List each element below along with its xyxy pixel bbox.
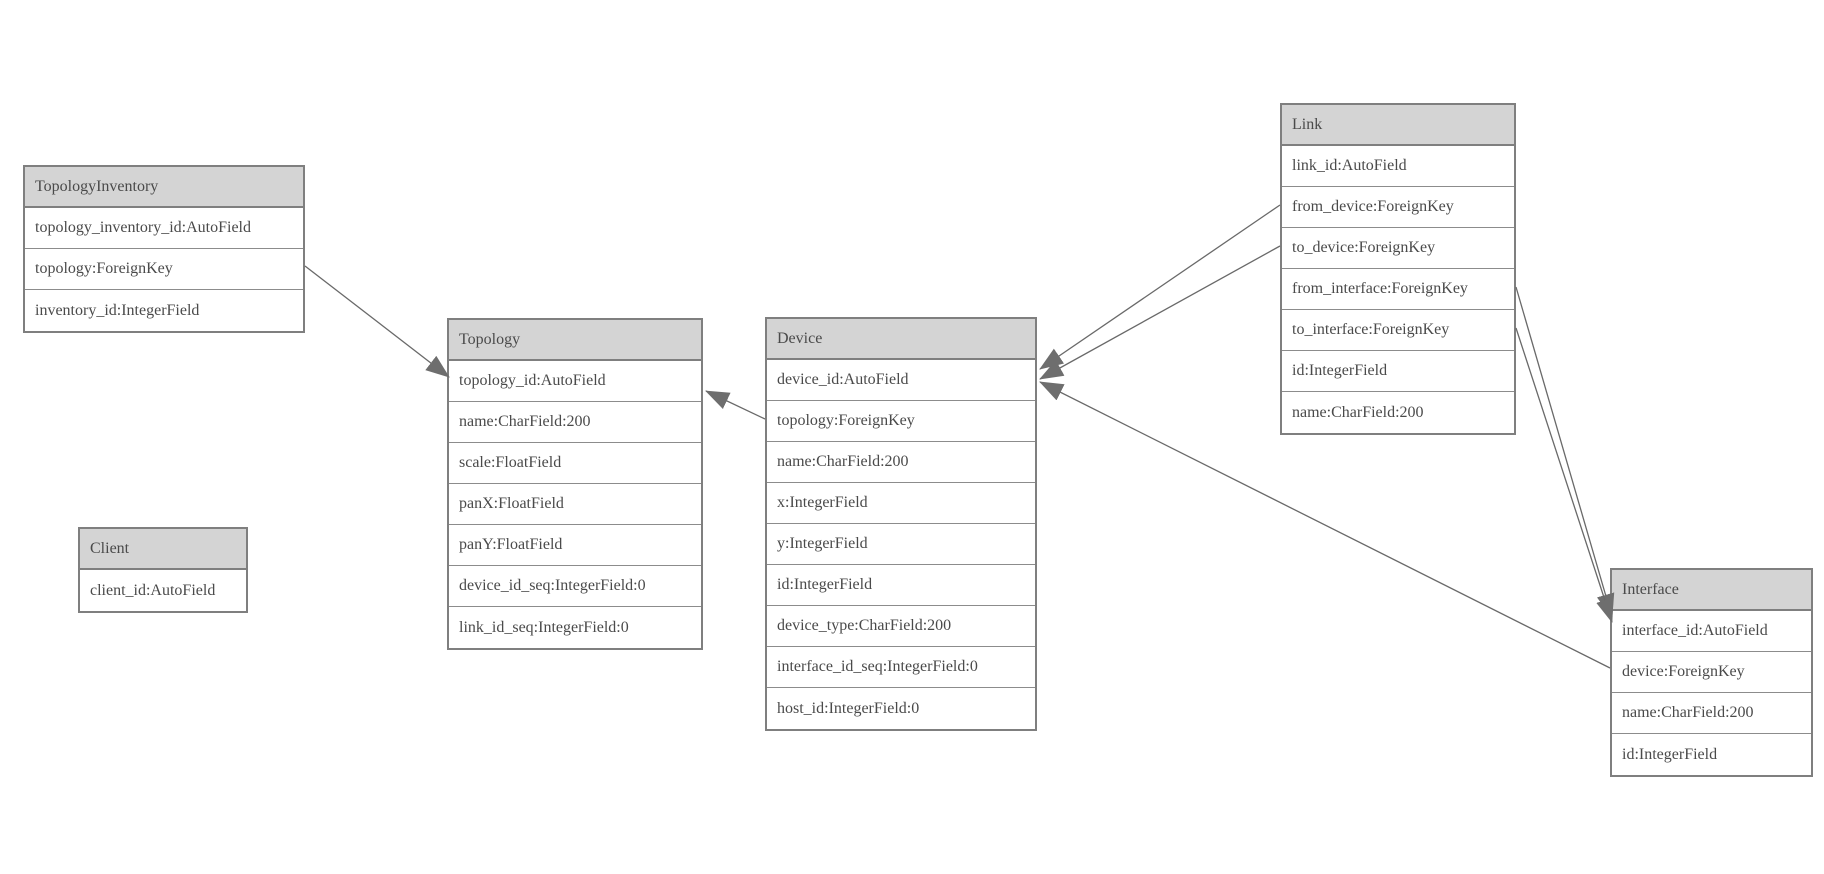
table-field-row: id:IntegerField xyxy=(767,565,1035,606)
table-field-row: client_id:AutoField xyxy=(80,570,246,611)
table-field-row: to_interface:ForeignKey xyxy=(1282,310,1514,351)
table-field-row: id:IntegerField xyxy=(1282,351,1514,392)
table-field-row: from_interface:ForeignKey xyxy=(1282,269,1514,310)
table-field-row: topology:ForeignKey xyxy=(25,249,303,290)
table-title: Link xyxy=(1282,105,1514,146)
table-field-row: inventory_id:IntegerField xyxy=(25,290,303,331)
relation-edge xyxy=(304,265,450,378)
table-title: Topology xyxy=(449,320,701,361)
table-title: Device xyxy=(767,319,1035,360)
table-field-row: interface_id_seq:IntegerField:0 xyxy=(767,647,1035,688)
table-field-row: y:IntegerField xyxy=(767,524,1035,565)
table-field-row: topology:ForeignKey xyxy=(767,401,1035,442)
table-field-row: topology_inventory_id:AutoField xyxy=(25,208,303,249)
table-title: Client xyxy=(80,529,246,570)
table-field-row: link_id:AutoField xyxy=(1282,146,1514,187)
table-title: Interface xyxy=(1612,570,1811,611)
table-title: TopologyInventory xyxy=(25,167,303,208)
table-field-row: name:CharField:200 xyxy=(767,442,1035,483)
relation-edge xyxy=(1515,286,1615,618)
table-field-row: name:CharField:200 xyxy=(1612,693,1811,734)
table-field-row: interface_id:AutoField xyxy=(1612,611,1811,652)
table-field-row: panX:FloatField xyxy=(449,484,701,525)
table-field-row: host_id:IntegerField:0 xyxy=(767,688,1035,729)
table-field-row: name:CharField:200 xyxy=(449,402,701,443)
table-field-row: scale:FloatField xyxy=(449,443,701,484)
table-field-row: name:CharField:200 xyxy=(1282,392,1514,433)
table-field-row: from_device:ForeignKey xyxy=(1282,187,1514,228)
table-field-row: device:ForeignKey xyxy=(1612,652,1811,693)
table-field-row: device_id_seq:IntegerField:0 xyxy=(449,566,701,607)
relation-edge xyxy=(1039,245,1281,380)
table-field-row: topology_id:AutoField xyxy=(449,361,701,402)
table-field-row: device_type:CharField:200 xyxy=(767,606,1035,647)
table-field-row: panY:FloatField xyxy=(449,525,701,566)
table-field-row: to_device:ForeignKey xyxy=(1282,228,1514,269)
table-field-row: id:IntegerField xyxy=(1612,734,1811,775)
relation-edge xyxy=(1039,204,1281,370)
table-field-row: device_id:AutoField xyxy=(767,360,1035,401)
table-field-row: x:IntegerField xyxy=(767,483,1035,524)
table-field-row: link_id_seq:IntegerField:0 xyxy=(449,607,701,648)
relation-edge xyxy=(705,390,766,420)
relation-edge xyxy=(1515,327,1614,623)
